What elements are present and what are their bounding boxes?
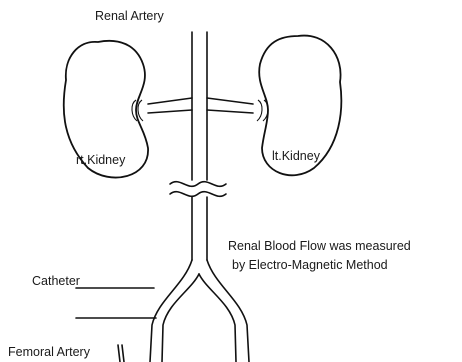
- femoral-artery-label: Femoral Artery: [8, 345, 91, 359]
- iliac-bifurcation: [150, 260, 249, 362]
- catheter-label: Catheter: [32, 274, 80, 288]
- renal-artery-branches: [148, 98, 253, 113]
- note-line-2: by Electro-Magnetic Method: [232, 258, 388, 272]
- renal-artery-label: Renal Artery: [95, 9, 165, 23]
- left-kidney-label: lt.Kidney: [272, 149, 321, 163]
- right-kidney-label: rt.Kidney: [76, 153, 126, 167]
- aorta-lower: [192, 197, 207, 260]
- aorta-upper: [192, 32, 207, 180]
- aorta-break-mark: [170, 182, 226, 197]
- femoral-artery-indicator: [118, 345, 124, 362]
- catheter-lines: [76, 288, 156, 318]
- note-line-1: Renal Blood Flow was measured: [228, 239, 411, 253]
